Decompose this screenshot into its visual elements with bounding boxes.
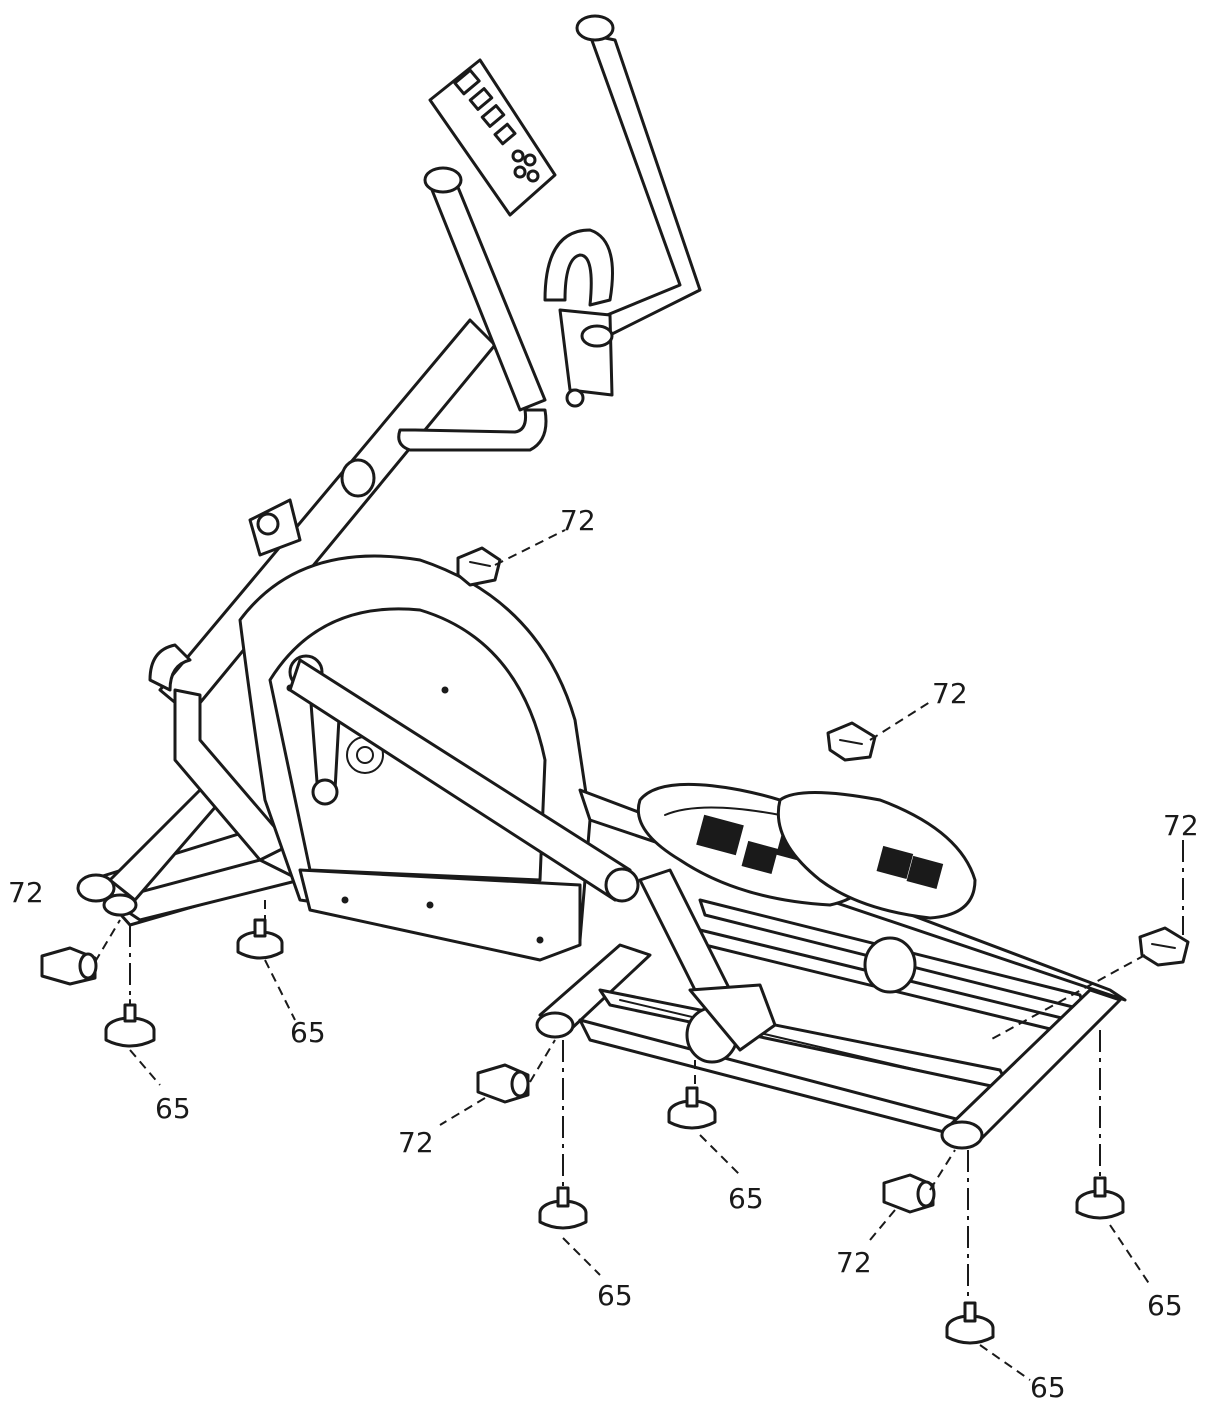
assembly-lines bbox=[94, 529, 1184, 1381]
callout-65-front-right: 65 bbox=[1030, 1371, 1066, 1403]
callout-65-middle: 65 bbox=[728, 1182, 764, 1215]
end-cap-72-rear-left bbox=[40, 946, 98, 986]
end-cap-72-top bbox=[456, 546, 502, 587]
callout-72-rear-left: 72 bbox=[8, 876, 44, 909]
pedal-arm bbox=[288, 658, 640, 903]
callout-72-middle: 72 bbox=[932, 677, 968, 710]
leveling-foot-65-e bbox=[1075, 1176, 1125, 1220]
leveling-foot-65-d bbox=[667, 1086, 717, 1130]
callout-72-right: 72 bbox=[1163, 809, 1199, 842]
console bbox=[428, 58, 557, 217]
foot-pedal-right bbox=[776, 791, 977, 994]
pivot-assembly bbox=[558, 308, 614, 408]
callout-72-top: 72 bbox=[560, 504, 596, 537]
callout-72-front-right: 72 bbox=[836, 1246, 872, 1279]
end-cap-72-front-left bbox=[476, 1063, 530, 1104]
pedal-link bbox=[638, 868, 777, 1064]
callout-65-rear-left: 65 bbox=[155, 1092, 191, 1125]
callout-65-rear: 65 bbox=[290, 1016, 326, 1049]
leveling-foot-65-f bbox=[945, 1301, 995, 1345]
handlebar-right bbox=[543, 14, 702, 342]
handlebar-left bbox=[397, 166, 548, 452]
callout-65-right: 65 bbox=[1147, 1289, 1183, 1322]
callout-72-front-left: 72 bbox=[398, 1126, 434, 1159]
end-cap-72-middle bbox=[826, 721, 877, 762]
callout-labels: 72 72 72 72 72 72 65 65 65 65 65 65 bbox=[8, 504, 1199, 1403]
leveling-foot-65-a bbox=[104, 999, 156, 1048]
end-cap-72-right bbox=[1138, 926, 1190, 967]
leveling-foot-65-c bbox=[538, 1186, 588, 1230]
end-cap-72-front-right bbox=[882, 1173, 936, 1214]
leveling-foot-65-b bbox=[236, 918, 284, 960]
callout-65-front-left: 65 bbox=[597, 1279, 633, 1312]
